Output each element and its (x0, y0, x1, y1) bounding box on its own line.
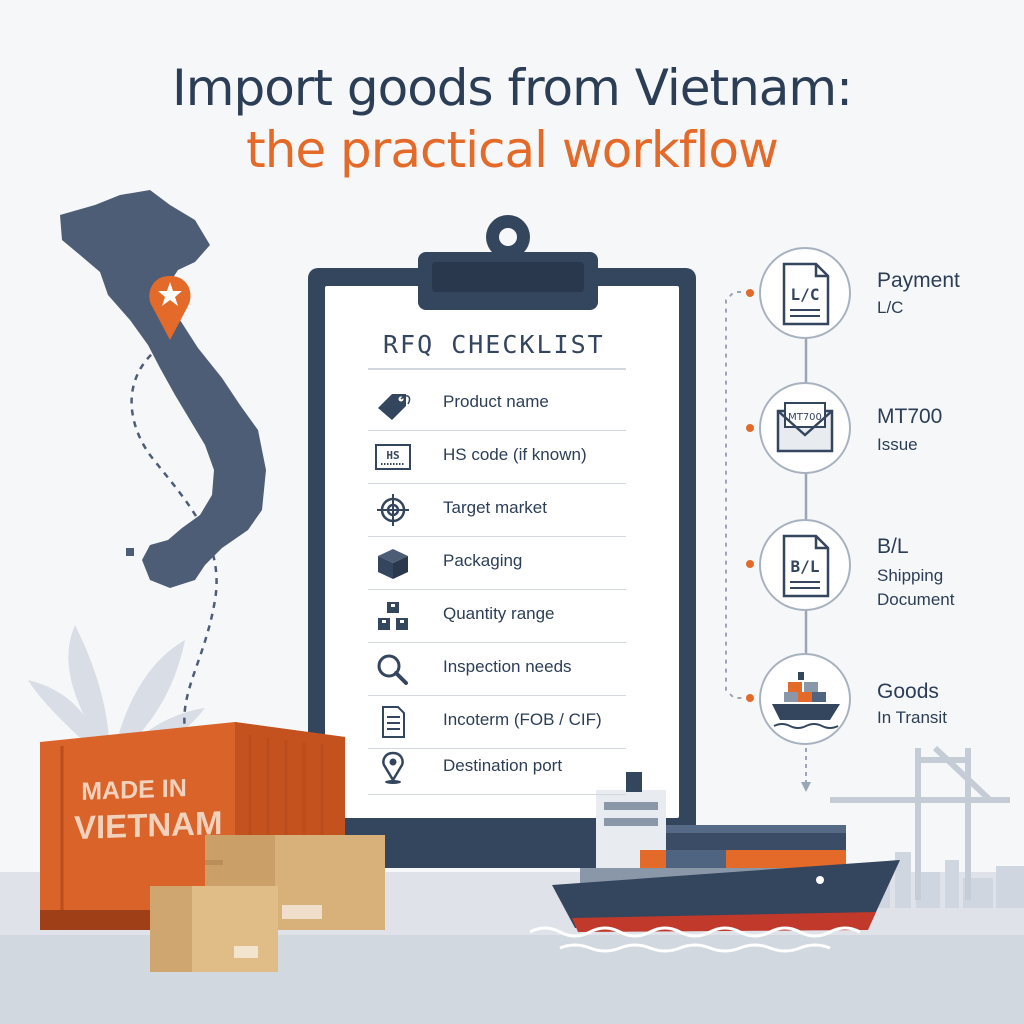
checklist-item: Packaging (368, 537, 626, 590)
container-label-line1: MADE IN (81, 774, 187, 806)
workflow-step-title: B/L (877, 535, 909, 558)
stacked-boxes-icon (378, 602, 408, 630)
svg-text:MT700: MT700 (788, 412, 822, 423)
checklist-item: HS HS code (if known) (368, 431, 626, 484)
document-icon (382, 706, 405, 738)
workflow-step-title: Goods (877, 680, 939, 703)
workflow-step-sub: Issue (877, 435, 918, 454)
map-pin-icon (149, 276, 191, 340)
location-pin-icon (382, 751, 404, 784)
checklist-item: Destination port (368, 742, 626, 795)
checklist-item-label: Packaging (443, 551, 523, 570)
checklist-item-label: Quantity range (443, 604, 555, 623)
cardboard-boxes (150, 835, 385, 972)
svg-text:B/L: B/L (791, 557, 820, 576)
container-label: MADE IN VIETNAM (74, 774, 223, 847)
checklist-item: Quantity range (368, 590, 626, 643)
workflow-step-title: MT700 (877, 405, 943, 428)
box-icon (378, 549, 408, 579)
bl-document-icon: B/L (759, 519, 851, 611)
envelope-icon: MT700 (759, 382, 851, 474)
checklist-item-label: Incoterm (FOB / CIF) (443, 710, 602, 729)
checklist-item-label: Product name (443, 392, 549, 411)
hs-code-icon: HS (375, 444, 411, 470)
price-tag-icon (378, 394, 411, 420)
checklist-item-label: HS code (if known) (443, 445, 587, 464)
checklist-item-label: Destination port (443, 756, 563, 775)
lc-document-icon: L/C (759, 247, 851, 339)
checklist-item: Target market (368, 484, 626, 537)
checklist-title: RFQ CHECKLIST (383, 330, 605, 359)
port-crane (830, 745, 1010, 900)
workflow-step-sub: Shipping (877, 566, 944, 585)
checklist-item: Inspection needs (368, 643, 626, 696)
svg-text:HS: HS (386, 449, 399, 462)
checklist-item: Incoterm (FOB / CIF) (368, 696, 626, 749)
workflow-step-sub: Document (877, 590, 955, 609)
magnifier-icon (377, 654, 408, 685)
checklist-item: Product name (368, 378, 626, 431)
cargo-ship-icon (759, 653, 851, 745)
checklist-divider (368, 368, 626, 370)
workflow-step-title: Payment (877, 269, 960, 292)
page-title: Import goods from Vietnam: (172, 59, 853, 117)
page-subtitle: the practical workflow (246, 121, 779, 179)
checklist-item-label: Target market (443, 498, 547, 517)
target-icon (377, 494, 409, 526)
checklist-item-label: Inspection needs (443, 657, 572, 676)
svg-text:L/C: L/C (791, 285, 820, 304)
vietnam-map (60, 190, 266, 588)
clipboard-paper (325, 286, 679, 818)
cargo-ship (552, 772, 900, 932)
waves (529, 926, 861, 953)
workflow-step-sub: In Transit (877, 708, 947, 727)
container-label-line2: VIETNAM (74, 803, 223, 847)
workflow-step-sub: L/C (877, 298, 904, 317)
workflow-dots (746, 289, 754, 702)
